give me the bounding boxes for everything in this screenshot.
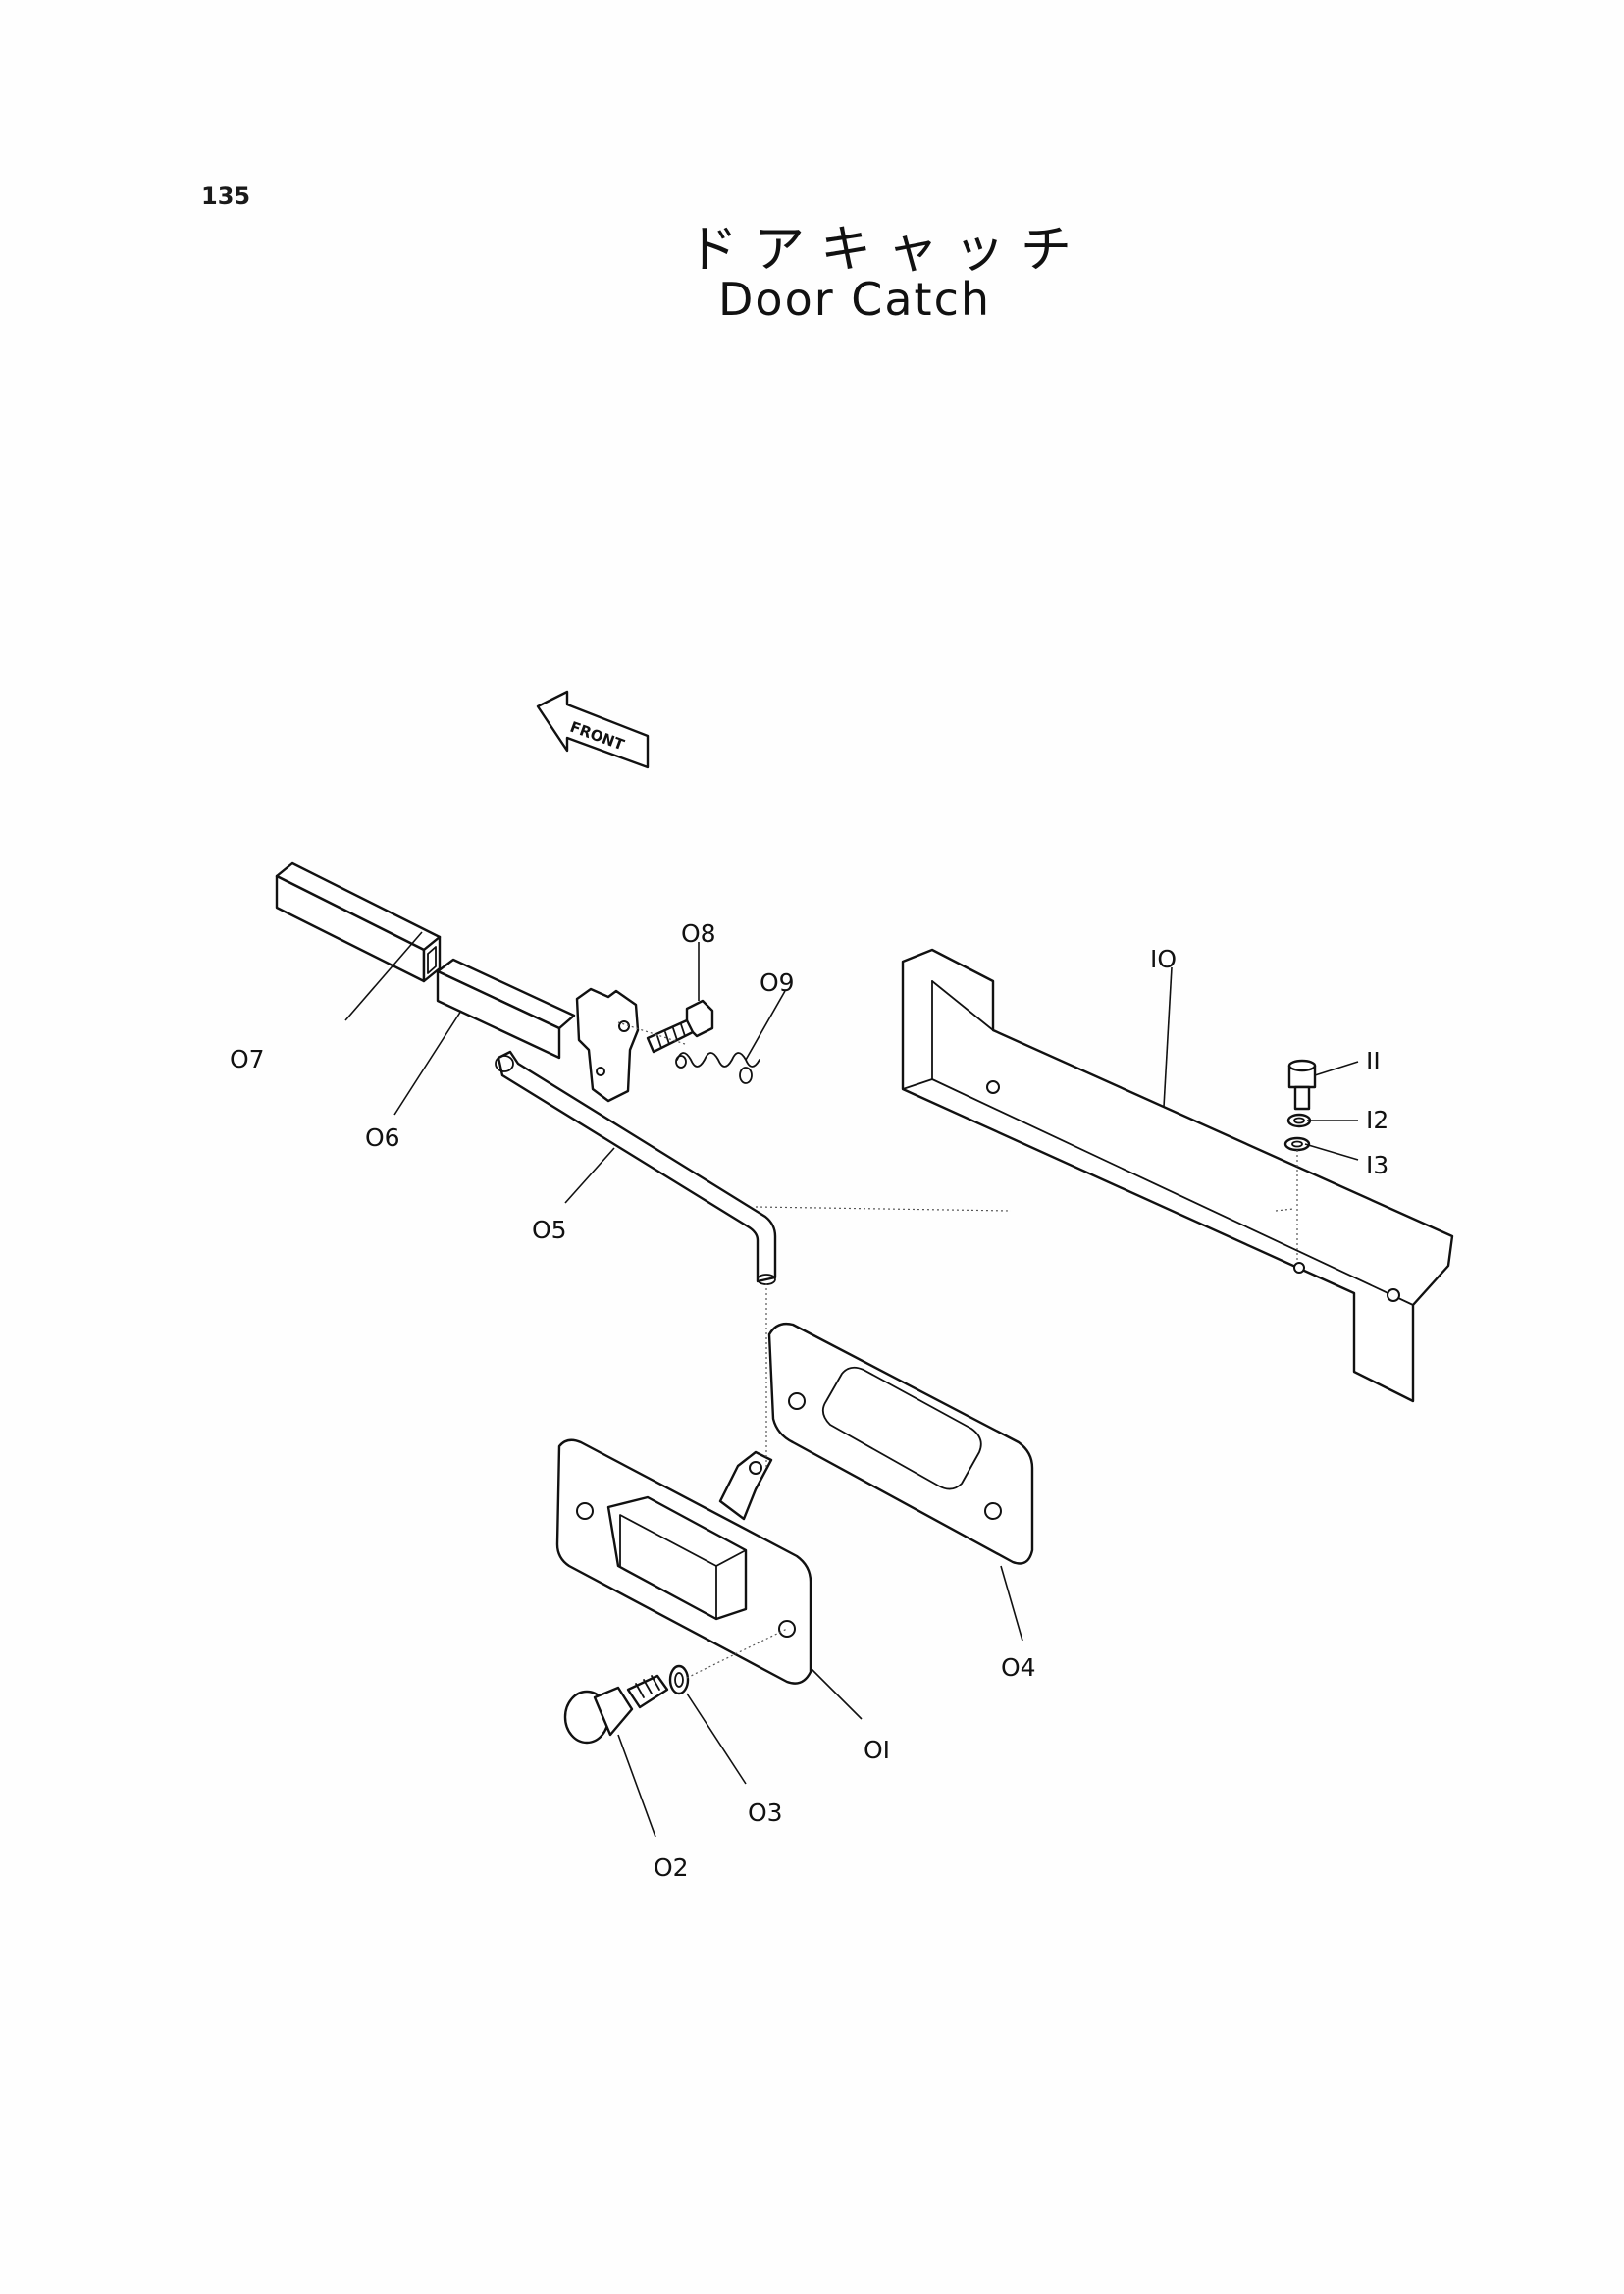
callout-11: II xyxy=(1366,1047,1381,1075)
part-02-bolt xyxy=(563,1674,669,1745)
callout-04: O4 xyxy=(1001,1653,1036,1682)
part-08-bolt xyxy=(646,999,714,1054)
callout-labels: O7 O6 O5 O8 O9 IO II I2 I3 O4 OI O3 O2 xyxy=(230,919,1388,1882)
callout-02: O2 xyxy=(654,1853,689,1882)
callout-03: O3 xyxy=(748,1799,783,1827)
callout-08: O8 xyxy=(681,919,716,948)
callout-07: O7 xyxy=(230,1045,265,1073)
part-01-latch xyxy=(555,1438,812,1685)
title-english: Door Catch xyxy=(718,273,992,326)
callout-05: O5 xyxy=(532,1216,567,1244)
callout-06: O6 xyxy=(365,1123,400,1152)
callout-12: I2 xyxy=(1366,1106,1388,1134)
callout-leader-lines xyxy=(344,931,1359,1838)
callout-01: OI xyxy=(864,1736,890,1764)
callout-13: I3 xyxy=(1366,1151,1388,1179)
assembly-guide-lines xyxy=(617,1021,1298,1679)
title-japanese: ドアキャッチ xyxy=(687,221,1088,280)
part-12-spring-washer xyxy=(1286,1113,1312,1128)
callout-10: IO xyxy=(1150,945,1177,973)
front-direction-arrow: FRONT xyxy=(536,690,650,769)
part-04-plate xyxy=(767,1322,1034,1565)
part-07-square-tube xyxy=(275,861,442,983)
part-03-washer xyxy=(668,1664,690,1695)
page-number: 135 xyxy=(201,182,251,210)
part-05-rod xyxy=(495,1050,777,1285)
part-11-cap-screw xyxy=(1287,1059,1317,1111)
part-06-bar xyxy=(436,958,576,1060)
part-10-channel-bracket xyxy=(901,948,1454,1403)
callout-09: O9 xyxy=(760,968,795,997)
catch-lever xyxy=(575,987,640,1103)
